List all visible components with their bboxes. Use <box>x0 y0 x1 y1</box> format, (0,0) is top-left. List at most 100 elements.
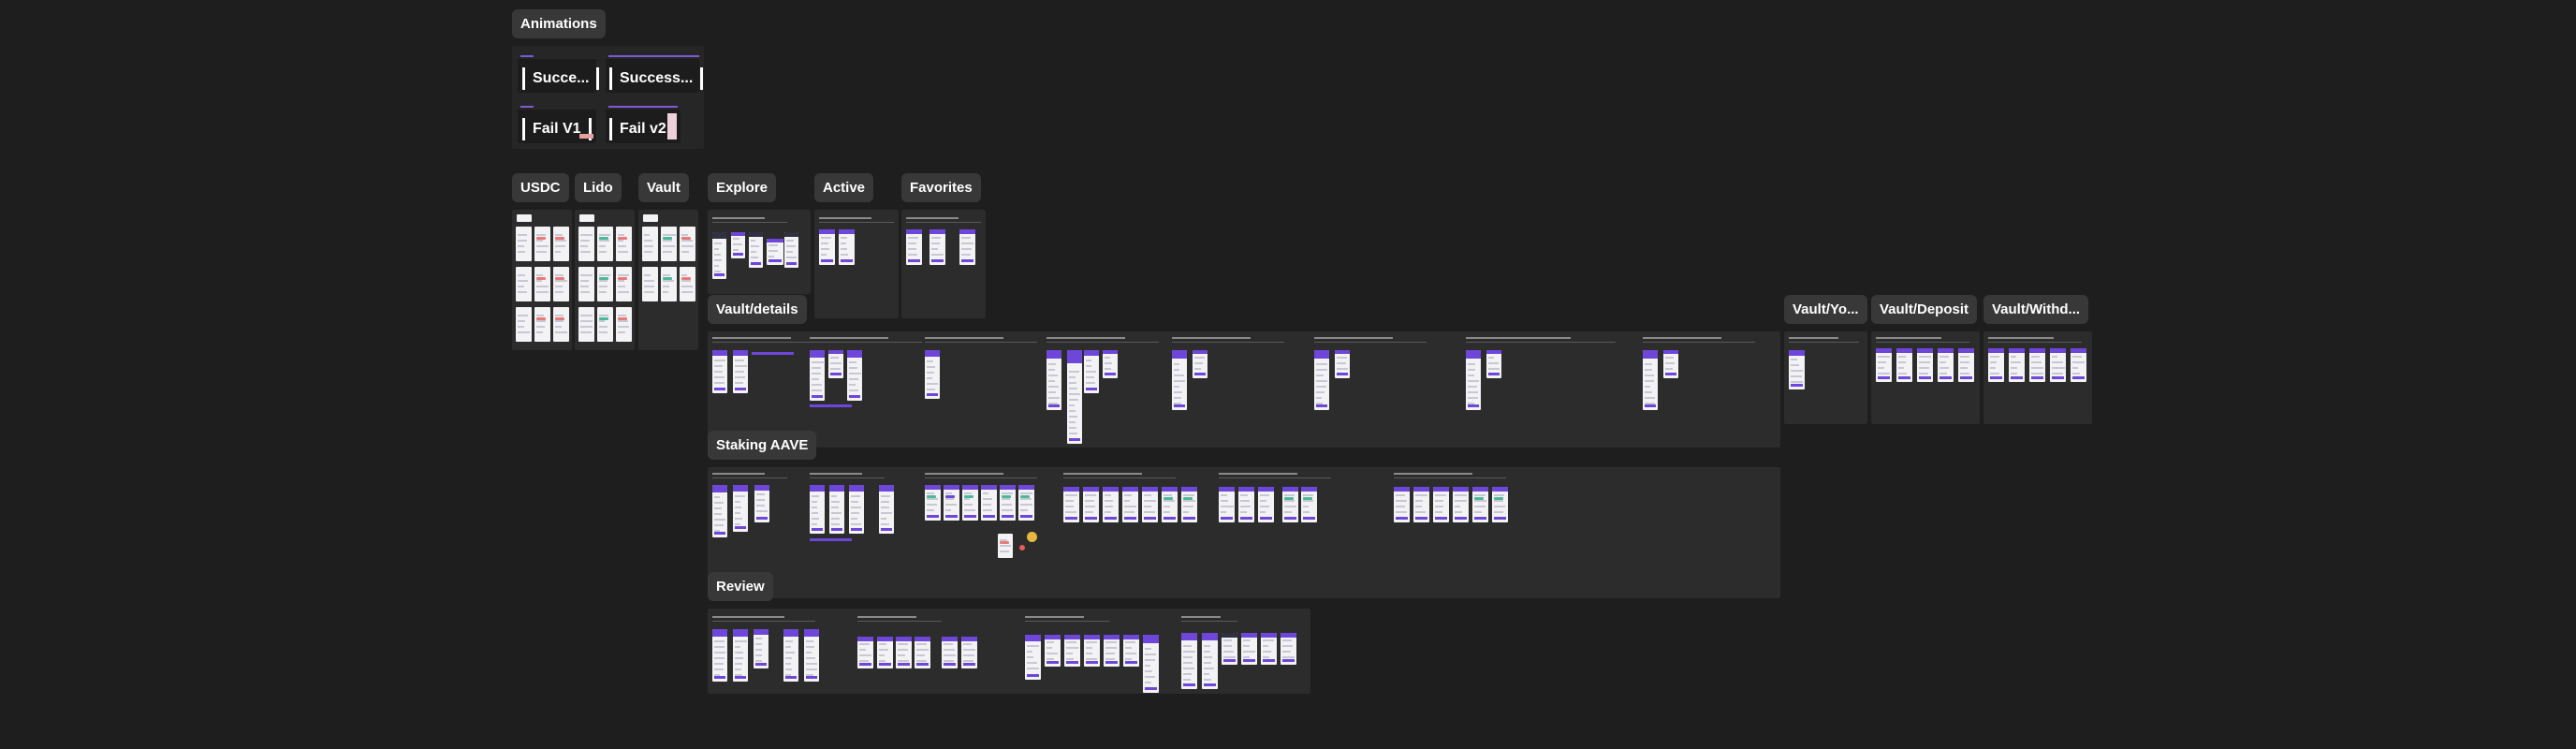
section-label-favorites[interactable]: Favorites <box>901 173 981 202</box>
screen-thumbnail[interactable] <box>712 232 726 279</box>
screen-thumbnail[interactable] <box>1222 633 1237 665</box>
screen-thumbnail[interactable] <box>1472 487 1488 522</box>
screen-thumbnail[interactable] <box>959 229 975 265</box>
screen-thumbnail[interactable] <box>712 629 727 682</box>
screen-thumbnail[interactable] <box>1789 350 1805 389</box>
screen-thumbnail[interactable] <box>2071 348 2086 382</box>
screen-thumbnail[interactable] <box>784 232 798 268</box>
section-label-vault-withd[interactable]: Vault/Withd... <box>1983 295 2089 324</box>
screen-thumbnail[interactable] <box>1143 635 1159 693</box>
screen-thumbnail[interactable] <box>733 629 748 682</box>
screen-thumbnail[interactable] <box>942 637 958 668</box>
section-label-explore[interactable]: Explore <box>708 173 777 202</box>
screen-thumbnail[interactable] <box>783 629 798 682</box>
screen-thumbnail[interactable] <box>553 307 569 342</box>
screen-thumbnail[interactable] <box>1988 348 2004 382</box>
section-label-vault[interactable]: Vault <box>638 173 689 202</box>
screen-thumbnail[interactable] <box>819 229 835 265</box>
screen-thumbnail[interactable] <box>915 637 930 668</box>
screen-thumbnail[interactable] <box>1413 487 1429 522</box>
screen-thumbnail[interactable] <box>534 227 550 261</box>
screen-thumbnail[interactable] <box>661 267 677 301</box>
screen-thumbnail[interactable] <box>578 227 594 261</box>
screen-thumbnail[interactable] <box>1045 635 1061 667</box>
screen-thumbnail[interactable] <box>961 637 977 668</box>
screen-thumbnail[interactable] <box>2050 348 2066 382</box>
screen-thumbnail[interactable] <box>839 229 855 265</box>
screen-thumbnail[interactable] <box>1084 350 1099 393</box>
screen-thumbnail[interactable] <box>578 307 594 342</box>
screen-thumbnail[interactable] <box>642 267 658 301</box>
screen-thumbnail[interactable] <box>597 307 613 342</box>
screen-thumbnail[interactable] <box>1104 635 1120 667</box>
screen-thumbnail[interactable] <box>877 637 893 668</box>
screen-thumbnail[interactable] <box>2009 348 2025 382</box>
screen-thumbnail[interactable] <box>1492 487 1508 522</box>
screen-thumbnail[interactable] <box>578 267 594 301</box>
screen-thumbnail[interactable] <box>849 485 864 534</box>
screen-thumbnail[interactable] <box>1258 487 1274 522</box>
screen-thumbnail[interactable] <box>733 350 748 393</box>
screen-thumbnail[interactable] <box>1083 487 1099 522</box>
screen-thumbnail[interactable] <box>680 267 695 301</box>
screen-thumbnail[interactable] <box>1281 633 1296 665</box>
screen-thumbnail[interactable] <box>1084 635 1100 667</box>
screen-thumbnail[interactable] <box>534 267 550 301</box>
screen-thumbnail[interactable] <box>879 485 894 534</box>
screen-thumbnail[interactable] <box>1064 635 1080 667</box>
screen-thumbnail[interactable] <box>516 307 532 342</box>
screen-thumbnail[interactable] <box>857 637 873 668</box>
screen-thumbnail[interactable] <box>1181 633 1197 689</box>
screen-thumbnail[interactable] <box>1466 350 1481 410</box>
screen-thumbnail[interactable] <box>1643 350 1658 410</box>
screen-thumbnail[interactable] <box>661 227 677 261</box>
screen-thumbnail[interactable] <box>553 267 569 301</box>
screen-thumbnail[interactable] <box>643 214 658 222</box>
screen-thumbnail[interactable] <box>1238 487 1254 522</box>
screen-thumbnail[interactable] <box>731 232 745 258</box>
screen-thumbnail[interactable] <box>1172 350 1187 410</box>
screen-thumbnail[interactable] <box>1486 350 1501 378</box>
screen-thumbnail[interactable] <box>1123 635 1139 667</box>
section-label-animations[interactable]: Animations <box>512 9 606 38</box>
screen-thumbnail[interactable] <box>1122 487 1138 522</box>
screen-thumbnail[interactable] <box>754 485 769 522</box>
screen-thumbnail[interactable] <box>597 227 613 261</box>
screen-thumbnail[interactable] <box>925 350 940 399</box>
screen-thumbnail[interactable] <box>1282 487 1298 522</box>
screen-thumbnail[interactable] <box>810 485 825 534</box>
screen-thumbnail[interactable] <box>1261 633 1277 665</box>
screen-thumbnail[interactable] <box>733 485 748 532</box>
screen-thumbnail[interactable] <box>712 485 727 537</box>
screen-thumbnail[interactable] <box>1876 348 1892 382</box>
screen-thumbnail[interactable] <box>906 229 922 265</box>
screen-thumbnail[interactable] <box>767 239 783 265</box>
screen-thumbnail[interactable] <box>553 227 569 261</box>
section-label-active[interactable]: Active <box>814 173 874 202</box>
screen-thumbnail[interactable] <box>1917 348 1933 382</box>
screen-thumbnail[interactable] <box>1000 485 1016 521</box>
screen-thumbnail[interactable] <box>516 227 532 261</box>
screen-thumbnail[interactable] <box>1018 485 1034 521</box>
screen-thumbnail[interactable] <box>1301 487 1317 522</box>
screen-thumbnail[interactable] <box>1025 635 1041 680</box>
section-label-vault-yo[interactable]: Vault/Yo... <box>1784 295 1867 324</box>
section-label-usdc[interactable]: USDC <box>512 173 569 202</box>
screen-thumbnail[interactable] <box>1181 487 1197 522</box>
screen-thumbnail[interactable] <box>925 485 941 521</box>
animation-frame-fail-v2[interactable]: Fail v2 <box>606 110 681 143</box>
screen-thumbnail[interactable] <box>616 267 632 301</box>
section-label-review[interactable]: Review <box>708 572 773 601</box>
screen-thumbnail[interactable] <box>749 232 763 268</box>
screen-thumbnail[interactable] <box>642 227 658 261</box>
screen-thumbnail[interactable] <box>929 229 945 265</box>
screen-thumbnail[interactable] <box>1433 487 1449 522</box>
screen-thumbnail[interactable] <box>896 637 912 668</box>
screen-thumbnail[interactable] <box>804 629 819 682</box>
screen-thumbnail[interactable] <box>1103 350 1118 378</box>
screen-thumbnail[interactable] <box>829 485 844 534</box>
screen-thumbnail[interactable] <box>1103 487 1119 522</box>
screen-thumbnail[interactable] <box>962 485 978 521</box>
screen-thumbnail[interactable] <box>847 350 862 401</box>
screen-thumbnail[interactable] <box>1063 487 1079 522</box>
